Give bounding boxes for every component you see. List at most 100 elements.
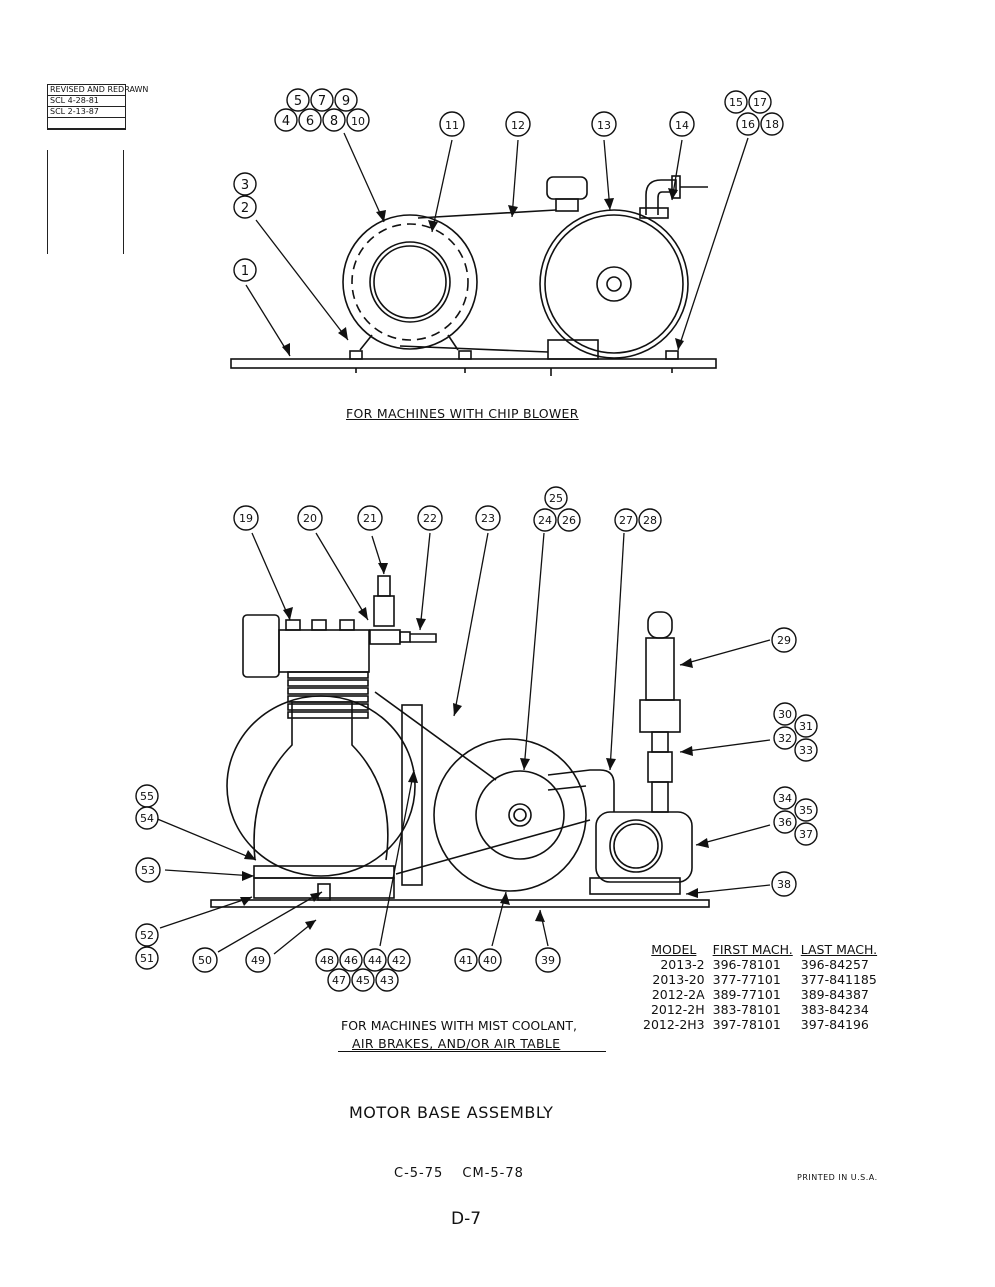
callout-24: 24: [533, 508, 557, 532]
last-mach-cell: 383-84234: [800, 1002, 869, 1017]
svg-text:24: 24: [538, 514, 552, 527]
svg-text:46: 46: [344, 954, 358, 967]
revision-box: REVISED AND REDRAWN SCL 4-28-81 SCL 2-13…: [47, 84, 148, 130]
svg-text:14: 14: [675, 119, 689, 132]
table-row: 2013-20 377-77101 377-841185: [639, 972, 881, 987]
svg-text:34: 34: [778, 792, 792, 805]
svg-text:32: 32: [778, 732, 792, 745]
svg-text:47: 47: [332, 974, 346, 987]
leader-lines-top: [245, 132, 749, 357]
svg-text:33: 33: [799, 744, 813, 757]
callout-12: 12: [505, 111, 531, 137]
svg-text:1: 1: [241, 264, 249, 279]
callout-7: 7: [310, 88, 334, 112]
svg-text:50: 50: [198, 954, 212, 967]
svg-text:9: 9: [342, 94, 350, 109]
base-plate-bottom: [210, 899, 710, 908]
top-caption: FOR MACHINES WITH CHIP BLOWER: [346, 406, 579, 421]
model-cell: 2013-20: [652, 972, 705, 987]
svg-text:27: 27: [619, 514, 633, 527]
callout-33: 33: [794, 738, 818, 762]
svg-text:55: 55: [140, 790, 154, 803]
last-mach-cell: 397-84196: [800, 1017, 869, 1032]
svg-text:29: 29: [777, 634, 791, 647]
svg-text:35: 35: [799, 804, 813, 817]
leader-lines-bottom: [154, 532, 771, 955]
svg-text:41: 41: [459, 954, 473, 967]
col-model: MODEL: [651, 942, 697, 957]
revision-entry-2: SCL 2-13-87: [48, 107, 125, 118]
callout-8: 8: [322, 108, 346, 132]
motor-top: [342, 214, 478, 351]
callout-29: 29: [771, 627, 797, 653]
svg-text:48: 48: [320, 954, 334, 967]
callout-43: 43: [375, 968, 399, 992]
callout-15: 15: [724, 90, 748, 114]
callout-14: 14: [669, 111, 695, 137]
coolant-pump: [547, 769, 693, 895]
revision-entry-1: SCL 4-28-81: [48, 96, 125, 107]
svg-text:11: 11: [445, 119, 459, 132]
callout-21: 21: [357, 505, 383, 531]
callout-10: 10: [346, 108, 370, 132]
callout-49: 49: [245, 947, 271, 973]
svg-text:16: 16: [741, 118, 755, 131]
svg-text:26: 26: [562, 514, 576, 527]
callout-31: 31: [794, 714, 818, 738]
callout-37: 37: [794, 822, 818, 846]
callout-48: 48: [315, 948, 339, 972]
svg-text:42: 42: [392, 954, 406, 967]
svg-text:37: 37: [799, 828, 813, 841]
revision-box-border-right: [123, 150, 124, 254]
svg-text:3: 3: [241, 178, 249, 193]
first-mach-cell: 397-78101: [712, 1017, 781, 1032]
callout-22: 22: [417, 505, 443, 531]
svg-text:6: 6: [306, 114, 314, 129]
callout-36: 36: [773, 810, 797, 834]
mounting-bolts-top: [349, 350, 679, 376]
callout-9: 9: [334, 88, 358, 112]
callout-5: 5: [286, 88, 310, 112]
callouts-bottom: 19 20 21 22 23 25 24 26 27 28 29 30 31 3…: [135, 486, 818, 992]
drawing-codes: C-5-75 CM-5-78: [394, 1166, 524, 1181]
callout-54: 54: [135, 806, 159, 830]
svg-text:40: 40: [483, 954, 497, 967]
first-mach-cell: 389-77101: [712, 987, 781, 1002]
callout-6: 6: [298, 108, 322, 132]
callout-20: 20: [297, 505, 323, 531]
revision-box-border-left: [47, 150, 48, 254]
callout-28: 28: [638, 508, 662, 532]
svg-text:39: 39: [541, 954, 555, 967]
svg-text:12: 12: [511, 119, 525, 132]
svg-text:4: 4: [282, 114, 290, 129]
callout-47: 47: [327, 968, 351, 992]
svg-text:30: 30: [778, 708, 792, 721]
callout-26: 26: [557, 508, 581, 532]
callout-38: 38: [771, 871, 797, 897]
callout-11: 11: [439, 111, 465, 137]
svg-text:36: 36: [778, 816, 792, 829]
svg-text:25: 25: [549, 492, 563, 505]
svg-text:38: 38: [777, 878, 791, 891]
table-row: 2012-2H3 397-78101 397-84196: [639, 1017, 881, 1032]
svg-text:31: 31: [799, 720, 813, 733]
callout-17: 17: [748, 90, 772, 114]
last-mach-cell: 377-841185: [800, 972, 877, 987]
callout-16: 16: [736, 112, 760, 136]
svg-text:5: 5: [294, 94, 302, 109]
svg-text:53: 53: [141, 864, 155, 877]
svg-text:43: 43: [380, 974, 394, 987]
svg-text:10: 10: [351, 115, 365, 128]
callout-3: 3: [233, 172, 257, 196]
callout-51: 51: [135, 946, 159, 970]
svg-text:54: 54: [140, 812, 154, 825]
model-cell: 2012-2H: [650, 1002, 705, 1017]
belt-top: [399, 209, 557, 353]
svg-text:49: 49: [251, 954, 265, 967]
callout-42: 42: [387, 948, 411, 972]
mist-coolant-assembly-bottom: [154, 188, 771, 955]
model-table: MODEL FIRST MACH. LAST MACH. 2013-2 396-…: [639, 942, 881, 1032]
svg-text:17: 17: [753, 96, 767, 109]
page-number: D-7: [451, 1209, 482, 1229]
